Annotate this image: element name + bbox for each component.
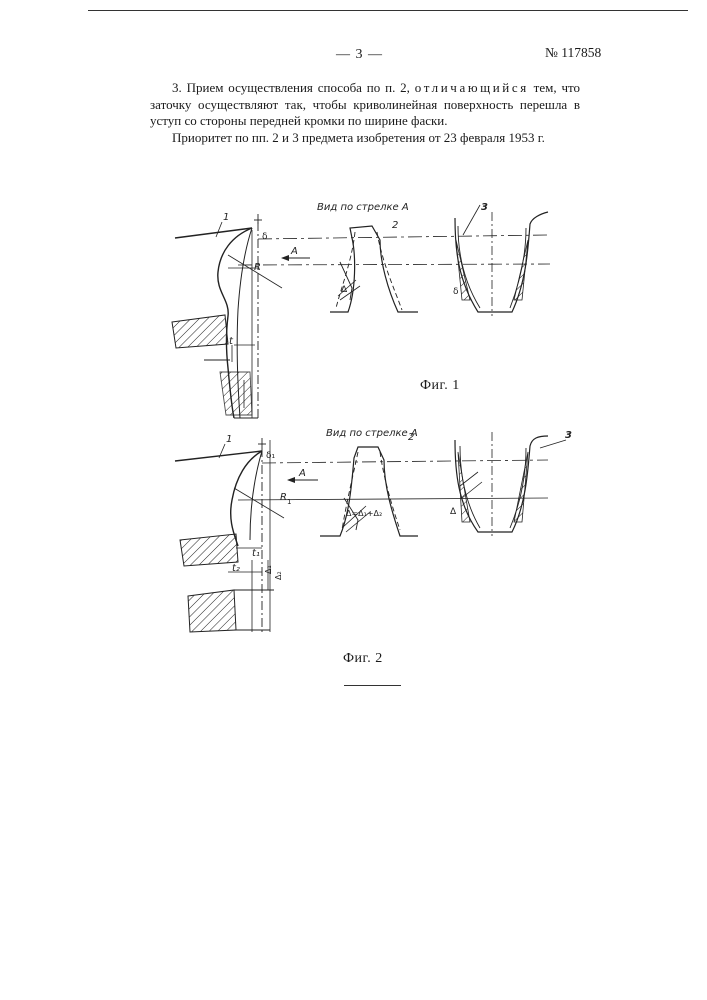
figure-1-caption: Фиг. 1	[420, 378, 460, 394]
fig2-tooth-view-2	[320, 447, 418, 536]
fig1-label-2: 2	[392, 220, 398, 231]
fig1-tooth-view-2	[330, 226, 418, 312]
fig1-label-radius: R	[254, 262, 261, 273]
end-rule	[344, 685, 401, 686]
fig1-label-delta-small: δ	[453, 287, 459, 297]
figure-1	[172, 205, 550, 420]
fig1-axis-line-mid	[238, 264, 550, 265]
fig2-label-3: 3	[565, 430, 572, 441]
fig2-view-label: Вид по стрелке А	[326, 428, 418, 439]
fig2-label-radius: R	[280, 492, 287, 503]
fig1-label-3: 3	[481, 202, 488, 213]
fig2-label-radius-sub: 1	[287, 498, 291, 506]
fig2-label-1: 1	[226, 434, 232, 445]
fig1-view-label: Вид по стрелке А	[317, 202, 409, 213]
fig1-label-1: 1	[223, 212, 229, 223]
fig1-label-arrow: А	[290, 246, 298, 257]
fig1-label-delta: Δ	[341, 285, 348, 295]
fig2-label-d2: Δ₂	[274, 571, 283, 580]
fig1-tooth-view-3	[455, 205, 548, 316]
fig1-labels: 1 2 3 А R t Δ δ δ Вид по стрелке А	[216, 202, 488, 347]
figure-2-caption: Фиг. 2	[343, 651, 383, 667]
fig2-label-t2: t₂	[232, 563, 240, 574]
fig2-label-delta: Δ	[450, 507, 457, 517]
fig1-label-b: δ	[262, 232, 268, 242]
figure-2	[175, 432, 566, 632]
fig1-label-t: t	[229, 336, 234, 347]
fig2-label-arrow: А	[298, 468, 306, 479]
fig2-label-delta-eq: Δ=Δ₁+Δ₂	[346, 509, 382, 518]
fig2-axis-line-top	[262, 460, 548, 463]
fig2-tooth-view-3	[455, 432, 566, 536]
fig2-label-b: δ₁	[266, 451, 276, 461]
fig2-label-d1: Δ₁	[264, 565, 273, 574]
fig2-label-t1: t₁	[252, 548, 260, 559]
fig1-tool-profile	[172, 214, 282, 420]
fig1-axis-line-top	[258, 235, 548, 239]
